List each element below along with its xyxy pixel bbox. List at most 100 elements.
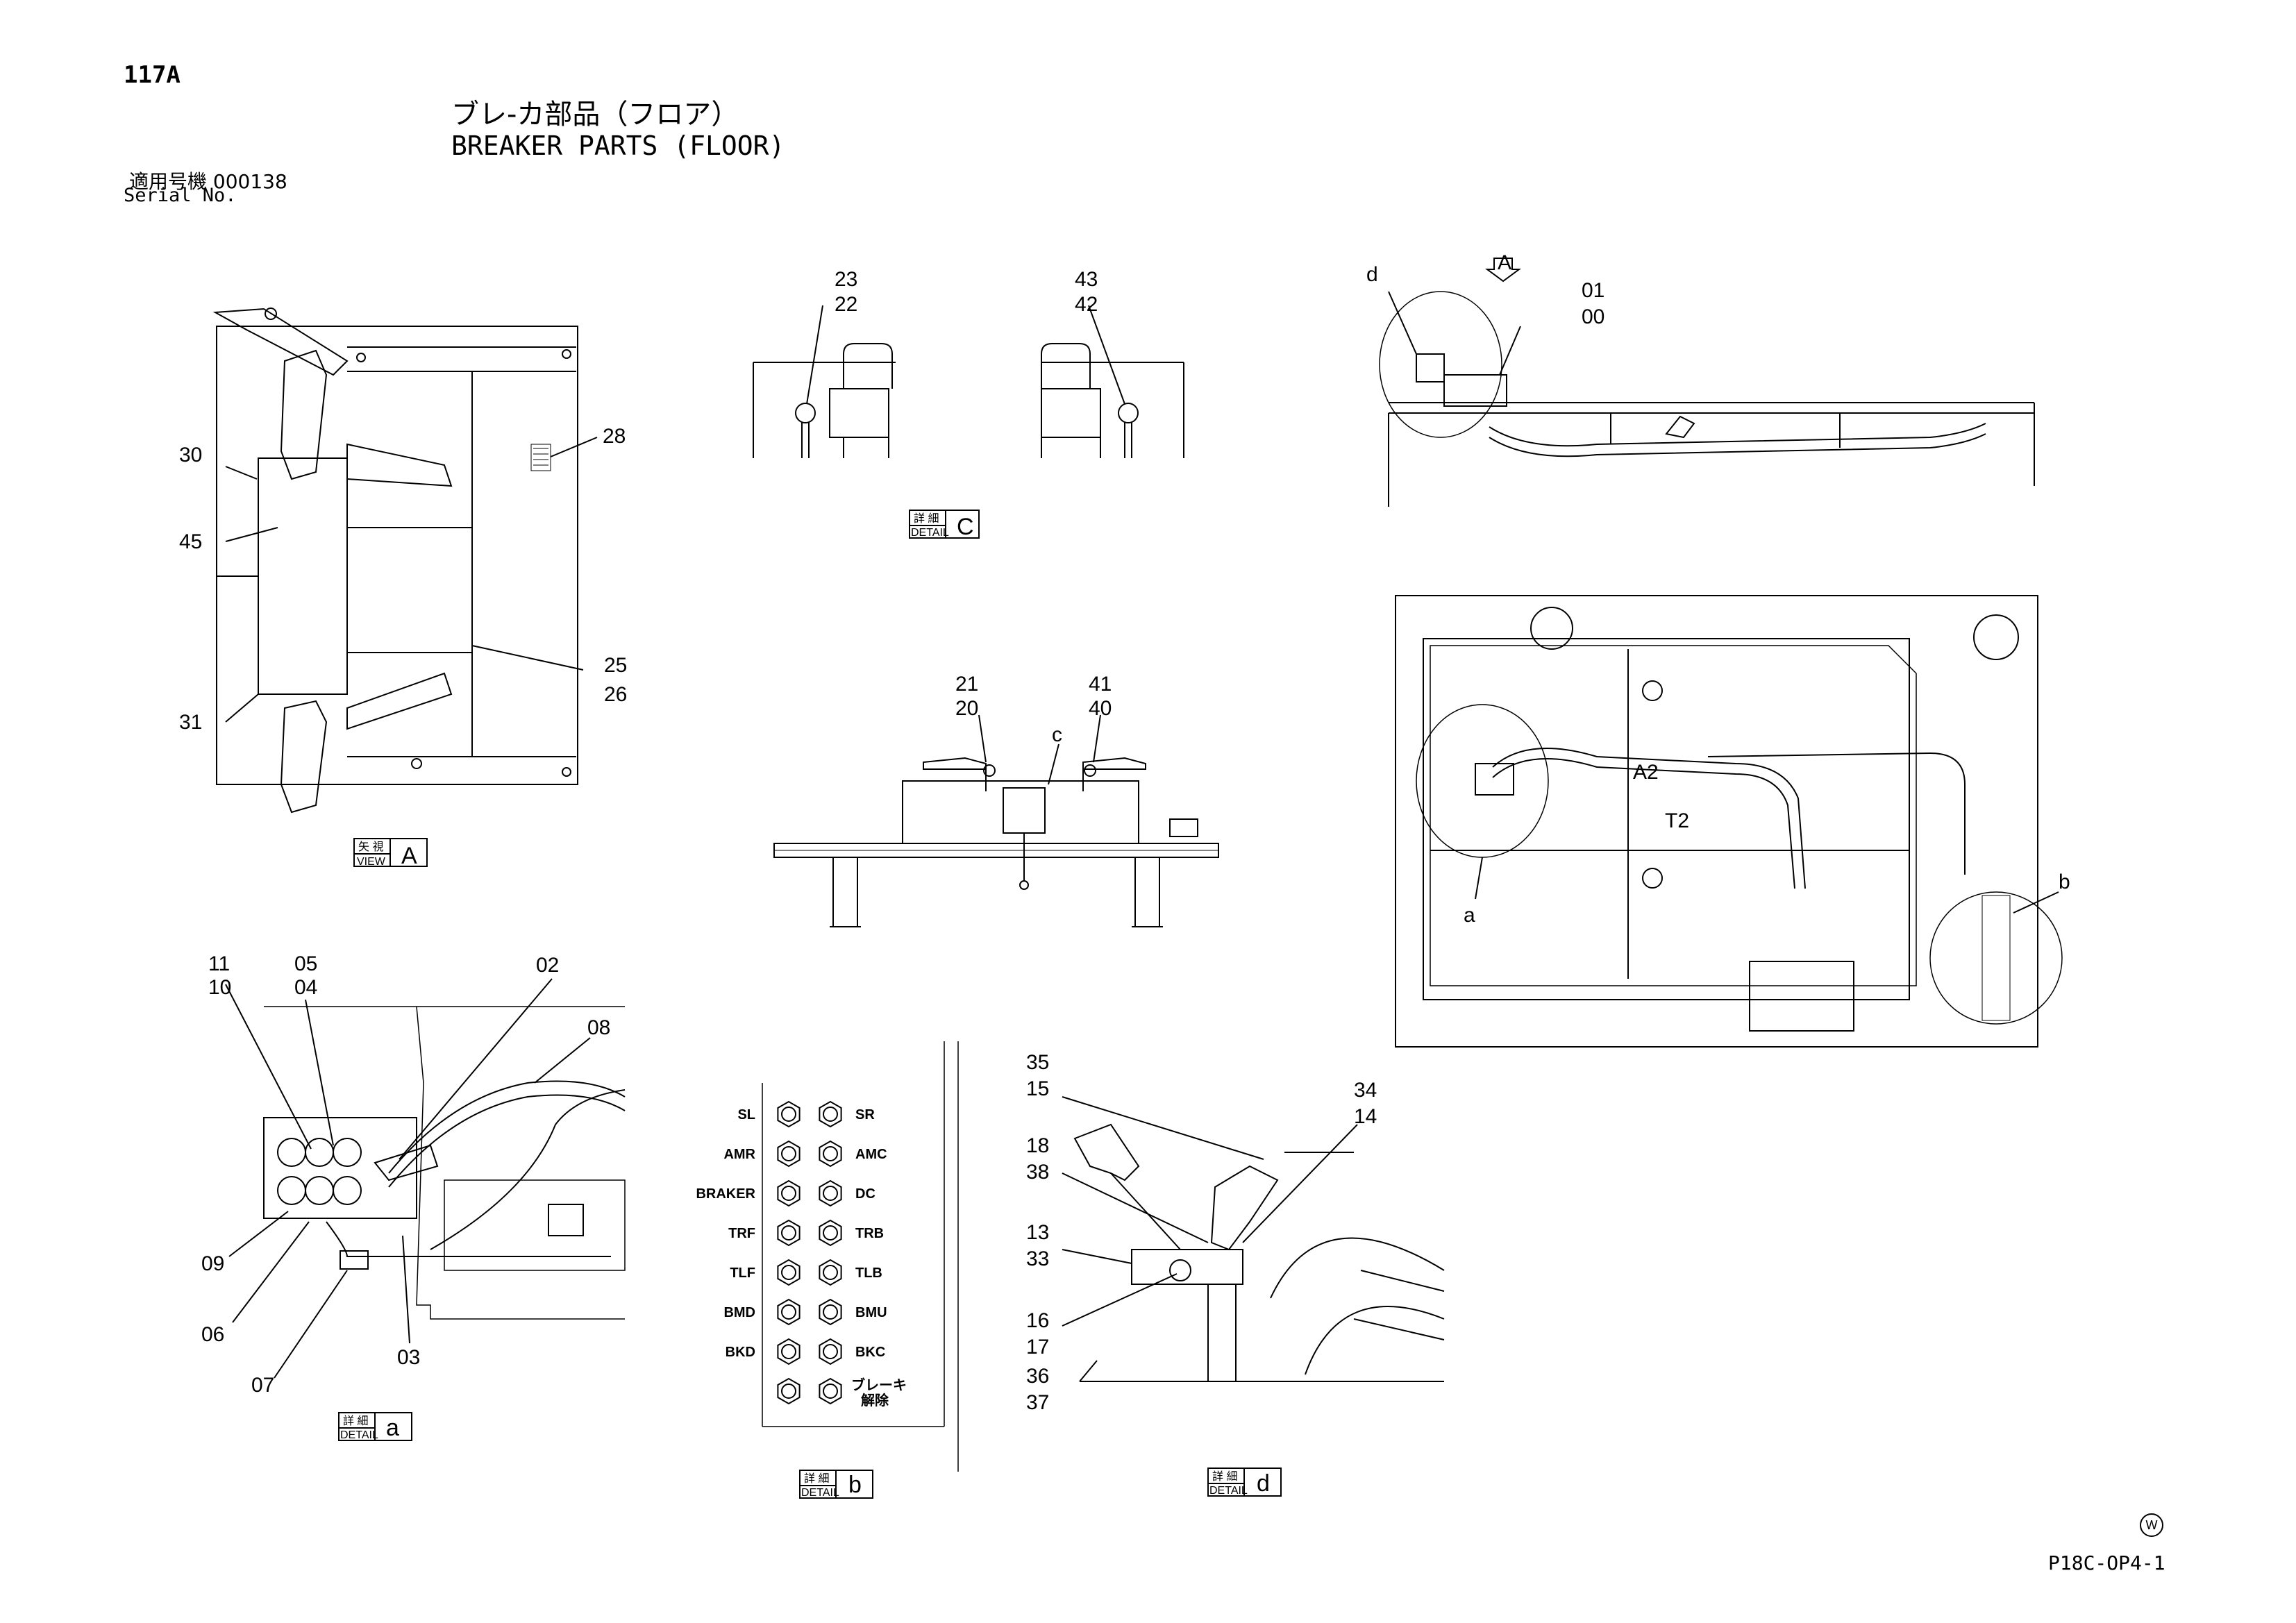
top-right-side-view [1379,258,2035,507]
switch-left-knob-6 [781,1304,796,1320]
detail-a-callout-09: 09 [201,1252,224,1275]
detail-d-callout-33: 33 [1026,1247,1049,1270]
view-a-callout-30: 30 [179,444,202,466]
switch-left-knob-8 [781,1384,796,1399]
switch-label-right: BMU [855,1305,887,1320]
switch-right-amc [819,1140,842,1168]
switch-left-tlf [777,1259,801,1286]
switch-right-knob-3 [823,1186,838,1201]
switch-right-brake-release [819,1377,842,1405]
switch-label-right: AMC [855,1147,887,1162]
view-a-callout-25: 25 [604,654,627,677]
detail-a-callout-07: 07 [251,1374,274,1397]
switch-left-knob-4 [781,1225,796,1241]
switch-right-dc [819,1179,842,1207]
switch-left-knob-1 [781,1107,796,1122]
detail-d-tag-jp: 詳 細 [1212,1470,1237,1483]
detail-d-callout-13: 13 [1026,1221,1049,1244]
detail-c-tag [909,510,980,539]
switch-left-bmd [777,1298,801,1326]
detail-d-callout-34: 34 [1354,1079,1377,1102]
serial-label-english: Serial No. [124,185,237,206]
detail-a-callout-08: 08 [587,1016,610,1039]
center-callout-21: 21 [955,673,978,696]
detail-d-lever [1210,1165,1279,1251]
switch-right-bkc [819,1338,842,1365]
view-a-upper-pedal [280,349,328,480]
switch-label-brake-release-1: ブレーキ [851,1377,907,1393]
detail-d-callout-35: 35 [1026,1051,1049,1074]
switch-right-knob-8 [823,1384,838,1399]
detail-d-tag-en: DETAIL [1209,1485,1248,1497]
switch-label-right: SR [855,1107,875,1122]
switch-right-knob-2 [823,1146,838,1161]
detail-b-tag-en: DETAIL [801,1487,839,1499]
detail-c-tag-letter: C [957,514,974,540]
center-callout-20: 20 [955,697,978,720]
detail-a-drawing [225,978,626,1379]
view-a-tag [353,838,428,867]
switch-label-left: TLF [730,1265,755,1281]
manufacturer-mark: W [2140,1513,2163,1537]
detail-c-callout-23: 23 [835,268,857,291]
switch-label-left: SL [737,1107,755,1122]
plan-view [1395,595,2063,1048]
view-a-callout-26: 26 [604,683,627,706]
switch-left-trf [777,1219,801,1247]
switch-left-knob-7 [781,1344,796,1359]
switch-left-bkd [777,1338,801,1365]
detail-c-callout-42: 42 [1075,293,1098,316]
switch-right-trb [819,1219,842,1247]
switch-label-left: TRF [728,1226,755,1241]
switch-left-knob-5 [781,1265,796,1280]
switch-right-knob-1 [823,1107,838,1122]
plan-callout-a: a [1464,904,1475,927]
top-right-callout-01: 01 [1582,279,1604,302]
detail-a-tag [338,1412,412,1441]
switch-right-knob-4 [823,1225,838,1241]
view-a-callout-31: 31 [179,711,202,734]
detail-a-callout-06: 06 [201,1323,224,1346]
detail-c-tag-jp: 詳 細 [914,512,939,525]
switch-left-knob-2 [781,1146,796,1161]
serial-label-japanese: 適用号機 000138 [129,170,287,193]
plan-label-t2: T2 [1665,809,1689,832]
detail-b-panel [762,1041,959,1472]
switch-left-knob-3 [781,1186,796,1201]
detail-b-tag-letter: b [848,1472,862,1498]
switch-label-left: BRAKER [696,1186,755,1202]
detail-d-tag-letter: d [1257,1470,1270,1497]
center-left-pedal [923,757,987,770]
switch-left-blank [777,1377,801,1405]
detail-d-tag [1207,1468,1282,1497]
detail-b-tag [799,1470,873,1499]
top-right-arrow-a: A [1498,251,1511,274]
detail-a-callout-04: 04 [294,976,317,999]
view-a-tag-letter: A [401,843,417,869]
detail-b-tag-jp: 詳 細 [804,1472,829,1485]
detail-c-callout-22: 22 [835,293,857,316]
view-a-callout-28: 28 [603,425,626,448]
view-a-drawing [212,308,598,814]
drawing-number: P18C-OP4-1 [2048,1551,2165,1574]
detail-a-tag-en: DETAIL [340,1429,378,1441]
view-a-tag-jp: 矢 視 [358,841,383,853]
switch-label-left: AMR [723,1147,755,1162]
detail-a-callout-02: 02 [536,954,559,977]
detail-d-callout-18: 18 [1026,1134,1049,1157]
detail-a-callout-05: 05 [294,952,317,975]
switch-label-left: BKD [726,1345,755,1360]
switch-label-left: BMD [723,1305,755,1320]
detail-d-drawing [1062,1096,1445,1382]
detail-d-callout-14: 14 [1354,1105,1377,1128]
title-japanese: ブレ-カ部品（フロア） [451,99,739,131]
detail-d-callout-36: 36 [1026,1365,1049,1388]
switch-right-knob-5 [823,1265,838,1280]
detail-d-callout-15: 15 [1026,1077,1049,1100]
plan-callout-b: b [2059,871,2070,893]
switch-right-tlb [819,1259,842,1286]
center-callout-41: 41 [1089,673,1112,696]
detail-a-callout-03: 03 [397,1346,420,1369]
view-a-pedal-bracket [258,457,348,695]
